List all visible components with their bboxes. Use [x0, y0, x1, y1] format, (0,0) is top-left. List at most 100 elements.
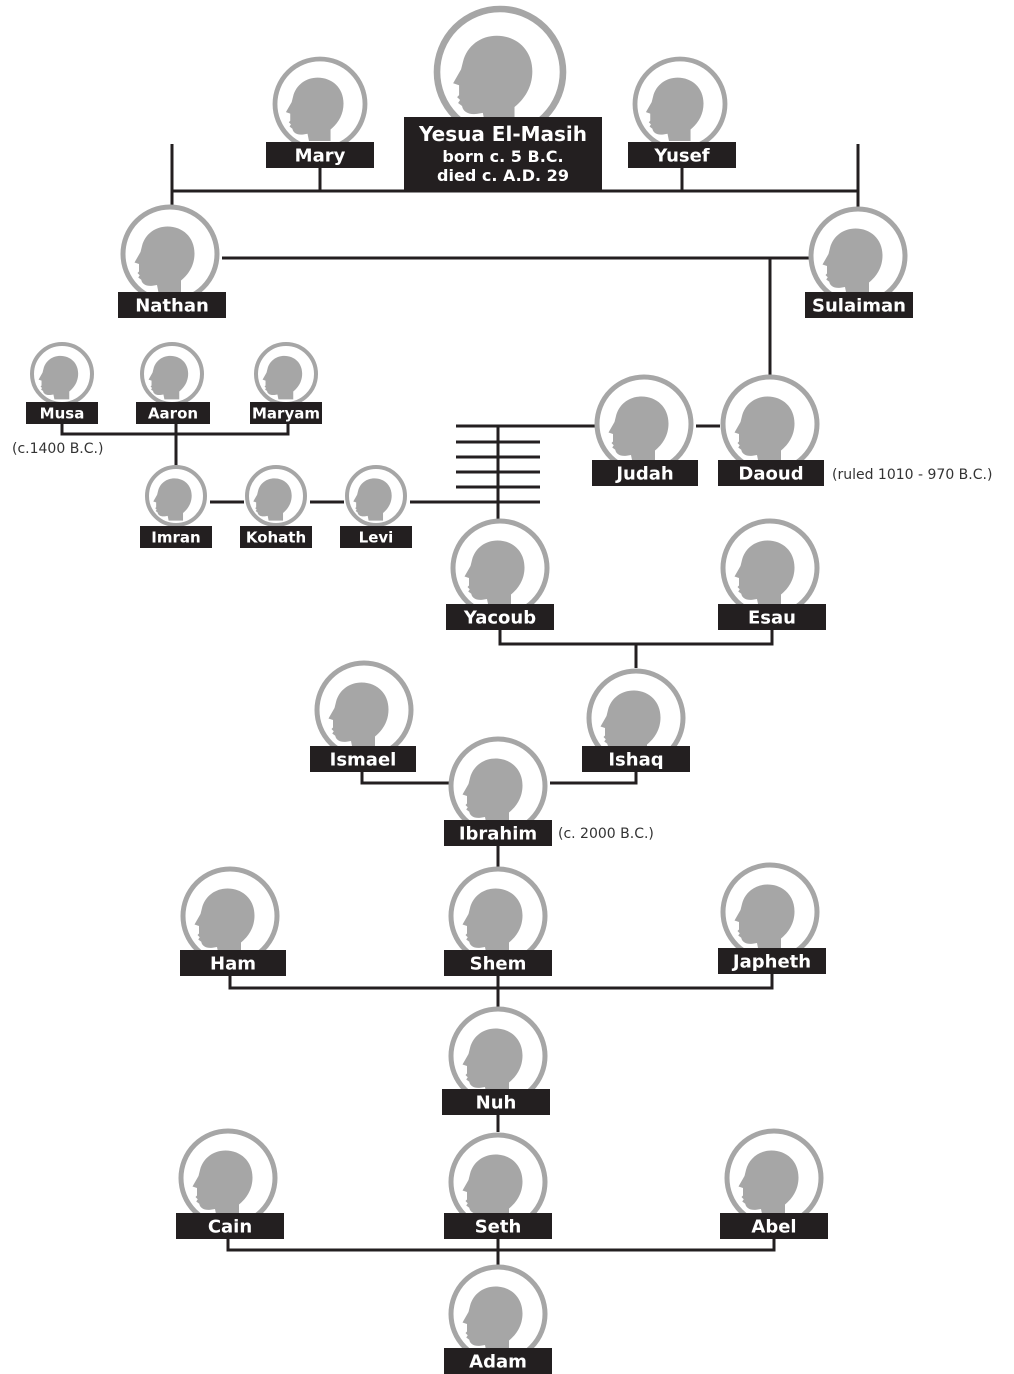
ismael-name: Ismael: [330, 749, 397, 770]
person-seth: Seth: [444, 1132, 552, 1239]
cain-name-label: Cain: [176, 1213, 284, 1239]
person-ham: Ham: [180, 866, 286, 976]
imran-portrait: [145, 465, 207, 527]
kohath-name-label: Kohath: [240, 526, 312, 548]
adam-name-label: Adam: [444, 1348, 552, 1374]
person-ishaq: Ishaq: [582, 668, 690, 772]
daoud-name: Daoud: [738, 463, 803, 484]
imran-name-label: Imran: [140, 526, 212, 548]
yusef-name: Yusef: [653, 145, 709, 166]
ibrahim-name: Ibrahim: [459, 823, 537, 844]
esau-portrait: [720, 518, 820, 618]
imran-name: Imran: [151, 528, 200, 546]
nuh-name-label: Nuh: [442, 1089, 550, 1115]
ishaq-name: Ishaq: [608, 749, 663, 770]
yusef-portrait: [632, 56, 728, 152]
person-nuh: Nuh: [442, 1006, 550, 1115]
person-kohath: Kohath: [240, 465, 312, 548]
mary-name: Mary: [295, 145, 346, 166]
nuh-name: Nuh: [476, 1092, 517, 1113]
esau-name: Esau: [748, 607, 796, 628]
person-sulaiman: Sulaiman: [805, 206, 913, 318]
shem-name: Shem: [470, 953, 527, 974]
ishaq-name-label: Ishaq: [582, 746, 690, 772]
ismael-name-label: Ismael: [310, 746, 416, 772]
yesua-portrait: [433, 5, 567, 139]
person-daoud: Daoud (ruled 1010 - 970 B.C.): [718, 374, 992, 486]
japheth-name-label: Japheth: [718, 948, 826, 974]
shem-name-label: Shem: [444, 950, 552, 976]
cain-name: Cain: [208, 1216, 252, 1237]
sulaiman-name: Sulaiman: [812, 295, 906, 316]
daoud-name-label: Daoud: [718, 460, 824, 486]
ham-portrait: [180, 866, 280, 966]
person-aaron: Aaron: [136, 342, 210, 424]
daoud-portrait: [720, 374, 820, 474]
yesua-name: Yesua El-Masih: [418, 122, 587, 146]
person-japheth: Japheth: [718, 862, 826, 974]
yesua-died: died c. A.D. 29: [437, 166, 569, 185]
aaron-name: Aaron: [148, 404, 198, 422]
person-levi: Levi: [340, 465, 412, 548]
connector-lines: [60, 144, 860, 1268]
ham-name: Ham: [210, 953, 256, 974]
musa-date-note: (c.1400 B.C.): [12, 441, 103, 457]
person-abel: Abel: [720, 1128, 828, 1239]
yesua-born: born c. 5 B.C.: [442, 147, 563, 166]
adam-portrait: [448, 1264, 548, 1364]
yusef-name-label: Yusef: [628, 142, 736, 168]
sulaiman-name-label: Sulaiman: [805, 292, 913, 318]
nathan-portrait: [120, 204, 220, 304]
musa-name-label: Musa: [26, 402, 98, 424]
nathan-name: Nathan: [135, 295, 209, 316]
shem-portrait: [448, 866, 548, 966]
person-yusef: Yusef: [628, 56, 736, 168]
person-nathan: Nathan: [118, 204, 226, 318]
person-ismael: Ismael: [310, 660, 416, 772]
mary-portrait: [272, 56, 368, 152]
person-adam: Adam: [444, 1264, 552, 1374]
person-yacoub: Yacoub: [446, 518, 554, 630]
kohath-portrait: [245, 465, 307, 527]
seth-name-label: Seth: [444, 1213, 552, 1239]
ibrahim-name-label: Ibrahim: [444, 820, 552, 846]
aaron-name-label: Aaron: [136, 402, 210, 424]
yacoub-name-label: Yacoub: [446, 604, 554, 630]
japheth-portrait: [720, 862, 820, 962]
musa-portrait: [30, 342, 94, 406]
abel-name-label: Abel: [720, 1213, 828, 1239]
person-mary: Mary: [266, 56, 374, 168]
person-imran: Imran: [140, 465, 212, 548]
person-maryam: Maryam: [250, 342, 322, 424]
seth-name: Seth: [475, 1216, 522, 1237]
sulaiman-portrait: [808, 206, 908, 306]
person-shem: Shem: [444, 866, 552, 976]
yacoub-portrait: [450, 518, 550, 618]
ibrahim-portrait: [448, 736, 548, 836]
yacoub-name: Yacoub: [463, 607, 536, 628]
daoud-date-note: (ruled 1010 - 970 B.C.): [832, 467, 992, 483]
levi-name-label: Levi: [340, 526, 412, 548]
kohath-name: Kohath: [246, 528, 306, 546]
person-ibrahim: Ibrahim (c. 2000 B.C.): [444, 736, 654, 846]
person-judah: Judah: [592, 374, 698, 486]
ibrahim-date-note: (c. 2000 B.C.): [558, 826, 654, 842]
abel-portrait: [724, 1128, 824, 1228]
japheth-name: Japheth: [731, 951, 811, 972]
ismael-portrait: [314, 660, 414, 760]
judah-name: Judah: [614, 463, 673, 484]
ham-name-label: Ham: [180, 950, 286, 976]
person-esau: Esau: [718, 518, 826, 630]
nathan-name-label: Nathan: [118, 292, 226, 318]
abel-name: Abel: [751, 1216, 796, 1237]
person-cain: Cain: [176, 1128, 284, 1239]
person-musa: Musa (c.1400 B.C.): [12, 342, 103, 457]
aaron-portrait: [140, 342, 204, 406]
cain-portrait: [178, 1128, 278, 1228]
mary-name-label: Mary: [266, 142, 374, 168]
adam-name: Adam: [469, 1351, 527, 1372]
judah-portrait: [594, 374, 694, 474]
